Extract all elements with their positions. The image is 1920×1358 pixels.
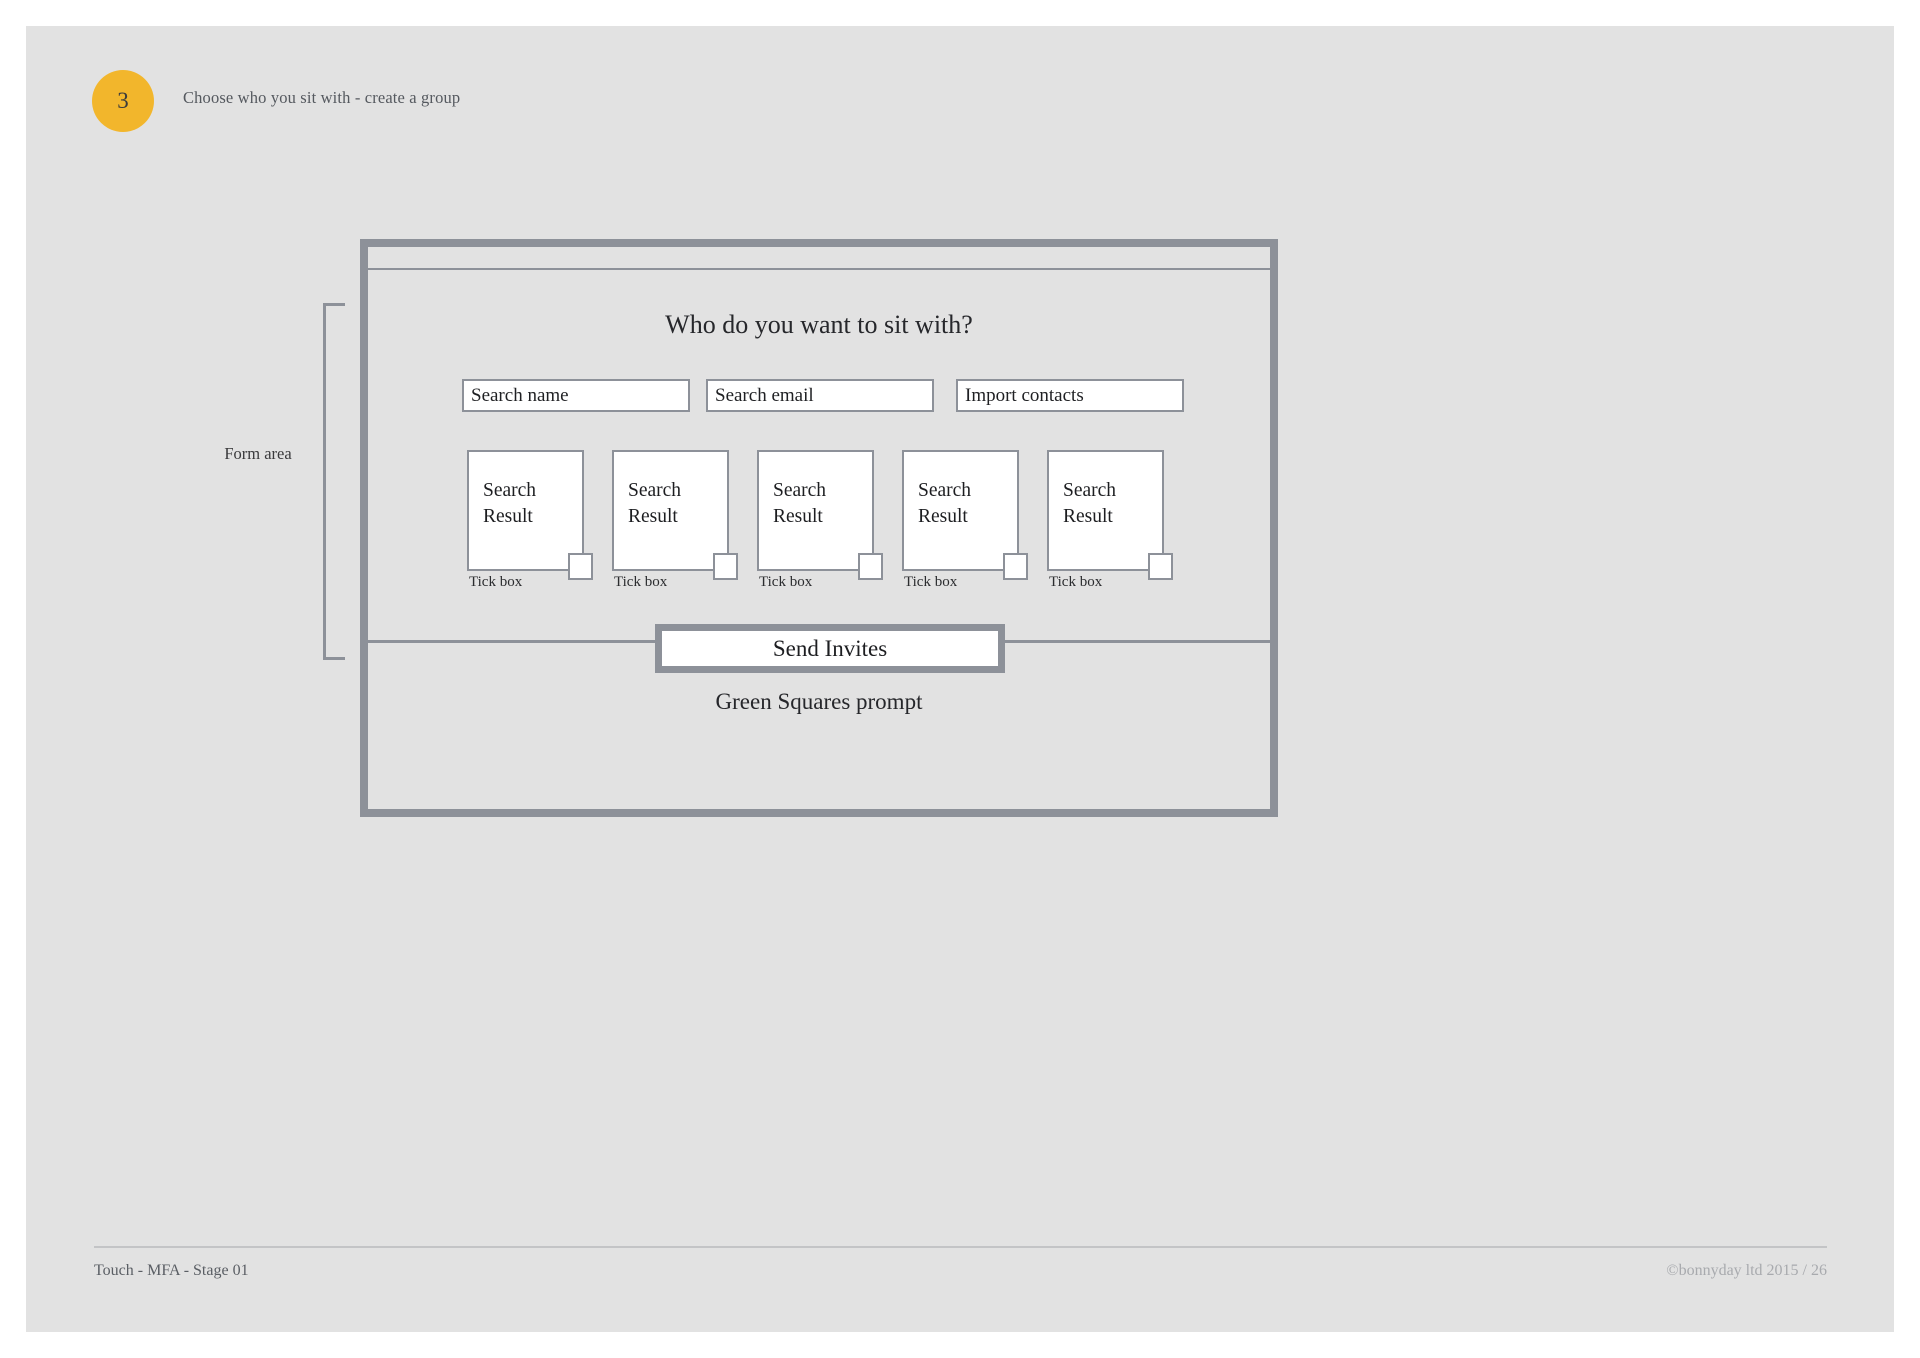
footer-divider: [94, 1246, 1827, 1248]
search-result-line1: Search: [628, 480, 682, 501]
page-title: Choose who you sit with - create a group: [183, 88, 461, 107]
list-item[interactable]: Search Result Tick box: [902, 450, 1028, 600]
search-result-line2: Result: [773, 506, 823, 528]
search-name-input[interactable]: Search name: [462, 379, 690, 412]
search-result-line2: Result: [483, 506, 533, 528]
list-item[interactable]: Search Result Tick box: [612, 450, 738, 600]
list-item[interactable]: Search Result Tick box: [467, 450, 593, 600]
tickbox-label: Tick box: [1049, 574, 1103, 590]
tickbox-checkbox[interactable]: [1148, 553, 1173, 580]
search-result-line1: Search: [483, 480, 537, 501]
tickbox-label: Tick box: [469, 574, 523, 590]
form-area-bracket: [323, 303, 345, 660]
search-result-card[interactable]: Search Result: [612, 450, 729, 571]
list-item[interactable]: Search Result Tick box: [1047, 450, 1173, 600]
search-result-card[interactable]: Search Result: [467, 450, 584, 571]
search-result-line1: Search: [918, 480, 972, 501]
green-squares-prompt-label: Green Squares prompt: [715, 689, 923, 714]
tickbox-label: Tick box: [904, 574, 958, 590]
tickbox-label: Tick box: [614, 574, 668, 590]
footer-copyright: ©bonnyday ltd 2015 / 26: [1666, 1262, 1827, 1279]
list-item[interactable]: Search Result Tick box: [757, 450, 883, 600]
step-number-badge: 3: [92, 70, 154, 132]
screen-heading: Who do you want to sit with?: [665, 310, 973, 339]
search-fields-row: Search name Search email Import contacts: [462, 379, 1184, 412]
tickbox-row: Tick box: [757, 553, 883, 600]
search-results-row: Search Result Tick box Search Result Tic…: [467, 450, 1173, 600]
form-area-label: Form area: [224, 444, 292, 463]
search-result-line1: Search: [1063, 480, 1117, 501]
tickbox-row: Tick box: [1047, 553, 1173, 600]
tickbox-row: Tick box: [467, 553, 593, 600]
frame-status-bar: [368, 247, 1270, 270]
search-result-card[interactable]: Search Result: [757, 450, 874, 571]
tickbox-checkbox[interactable]: [713, 553, 738, 580]
search-result-line2: Result: [918, 506, 968, 528]
page-sheet: 3 Choose who you sit with - create a gro…: [26, 26, 1894, 1332]
import-contacts-button[interactable]: Import contacts: [956, 379, 1184, 412]
tickbox-checkbox[interactable]: [568, 553, 593, 580]
search-email-input[interactable]: Search email: [706, 379, 934, 412]
device-frame: Who do you want to sit with? Search name…: [360, 239, 1278, 817]
search-result-line1: Search: [773, 480, 827, 501]
footer-project-label: Touch - MFA - Stage 01: [94, 1262, 249, 1279]
search-result-line2: Result: [1063, 506, 1113, 528]
search-result-card[interactable]: Search Result: [902, 450, 1019, 571]
tickbox-label: Tick box: [759, 574, 813, 590]
tickbox-checkbox[interactable]: [1003, 553, 1028, 580]
tickbox-checkbox[interactable]: [858, 553, 883, 580]
search-result-line2: Result: [628, 506, 678, 528]
send-invites-button[interactable]: Send Invites: [655, 624, 1005, 673]
tickbox-row: Tick box: [612, 553, 738, 600]
tickbox-row: Tick box: [902, 553, 1028, 600]
search-result-card[interactable]: Search Result: [1047, 450, 1164, 571]
